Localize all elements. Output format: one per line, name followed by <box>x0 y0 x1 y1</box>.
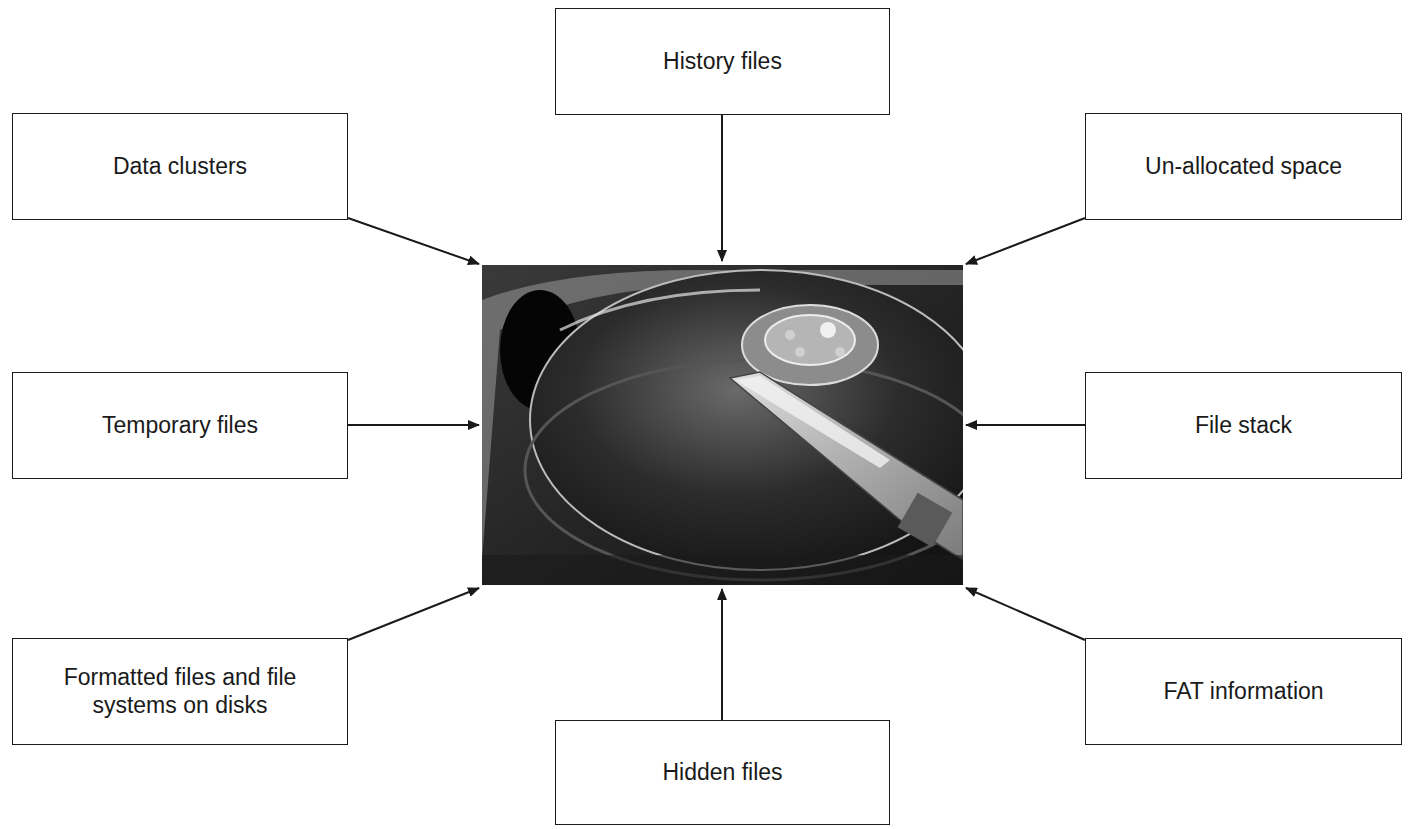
arrow-line <box>966 588 1085 640</box>
platter-highlight <box>560 290 760 330</box>
actuator-pivot <box>898 493 953 548</box>
box-label: File stack <box>1195 412 1292 440</box>
text-box: Formatted files and file systems on disk… <box>12 638 348 745</box>
arm-highlight <box>735 376 890 468</box>
box-label: Temporary files <box>102 412 258 440</box>
text-box: FAT information <box>1085 638 1402 745</box>
box-label: Data clusters <box>113 153 247 181</box>
text-box: History files <box>555 8 890 115</box>
arrow-line <box>348 218 479 264</box>
arrow-line <box>348 588 479 640</box>
box-label: FAT information <box>1163 678 1323 706</box>
box-label: Un-allocated space <box>1145 153 1342 181</box>
spindle-screw <box>835 347 845 357</box>
arrow-line <box>966 218 1085 264</box>
arrow-line <box>348 424 479 426</box>
disk-platter <box>530 270 963 570</box>
spindle-hub <box>765 315 855 365</box>
spindle-screw <box>785 330 795 340</box>
lower-shadow <box>482 555 963 585</box>
hard-disk-photo <box>482 265 963 585</box>
text-box: Hidden files <box>555 720 890 825</box>
arrow-line <box>966 424 1085 426</box>
platter-edge <box>525 360 963 580</box>
box-label: Formatted files and file systems on disk… <box>27 664 333 719</box>
arrow-line <box>721 589 723 720</box>
box-label: Hidden files <box>662 759 782 787</box>
text-box: Data clusters <box>12 113 348 220</box>
spindle-screw <box>795 347 805 357</box>
text-box: Temporary files <box>12 372 348 479</box>
box-label: History files <box>663 48 782 76</box>
text-box: File stack <box>1085 372 1402 479</box>
actuator-arm <box>730 372 963 560</box>
spindle-screw <box>820 322 836 338</box>
arrow-line <box>721 115 723 261</box>
text-box: Un-allocated space <box>1085 113 1402 220</box>
